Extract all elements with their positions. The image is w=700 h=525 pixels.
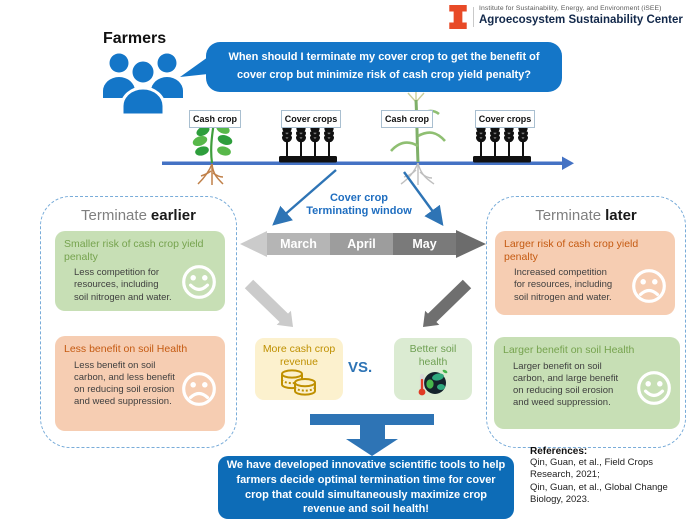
later-soil-body: Larger benefit on soil carbon, and large…: [513, 360, 619, 409]
corn-roots: [400, 162, 435, 185]
cover-crop-icon: [279, 122, 337, 163]
earlier-risk-box: Smaller risk of cash crop yield penalty …: [55, 231, 225, 311]
earlier-soil-body: Less benefit on soil carbon, and less be…: [74, 359, 175, 408]
farmers-group-icon: [103, 53, 183, 116]
month-may: May: [393, 233, 456, 255]
timeline-arrowhead: [562, 156, 574, 170]
references-title: References:: [530, 446, 588, 457]
smiley-face-icon: [182, 265, 216, 299]
sad-face-icon: [182, 372, 216, 406]
farmers-label: Farmers: [103, 30, 167, 47]
corn-plant-icon: [390, 90, 446, 185]
title-earlier: earlier: [150, 207, 196, 224]
gray-arrow-to-soil: [423, 279, 472, 327]
soybean-roots: [197, 163, 224, 185]
month-timeline-bar: March April May: [240, 230, 486, 258]
window-label-line1: Cover crop: [329, 192, 389, 204]
title-terminate: Terminate: [535, 207, 602, 224]
logo-divider: [473, 7, 474, 27]
header-text-block: Institute for Sustainability, Energy, an…: [479, 5, 683, 26]
later-risk-box: Larger risk of cash crop yield penalty I…: [495, 231, 675, 315]
month-march: March: [267, 233, 330, 255]
window-label-line2: Terminating window: [306, 205, 412, 218]
later-soil-title: Larger benefit on soil Health: [503, 344, 635, 356]
terminating-window-label: Cover crop Terminating window: [293, 192, 425, 218]
timeline-axis: [162, 156, 574, 170]
bar-right-arrowhead: [456, 230, 486, 258]
revenue-label: More cash crop revenue: [262, 343, 336, 368]
earth-thermometer-icon: [418, 369, 448, 396]
label-cash-crop-2: Cash crop: [381, 110, 433, 128]
reference-item: Qin, Guan, et al., Global Change Biology…: [530, 481, 668, 506]
later-risk-title: Larger risk of cash crop yield penalty: [504, 238, 639, 263]
title-later: later: [605, 207, 637, 224]
coins-icon: [281, 369, 316, 396]
center-name: Agroecosystem Sustainability Center: [479, 14, 683, 26]
farmer-question-bubble: When should I terminate my cover crop to…: [206, 42, 562, 92]
earlier-risk-body: Less competition for resources, includin…: [74, 267, 172, 303]
earlier-soil-box: Less benefit on soil Health Less benefit…: [55, 336, 225, 431]
soil-label: Better soil health: [409, 343, 457, 368]
later-risk-body: Increased competition for resources, inc…: [514, 267, 613, 303]
earlier-risk-title: Smaller risk of cash crop yield penalty: [64, 238, 204, 263]
cash-crop-revenue-box: More cash crop revenue: [255, 338, 343, 400]
down-arrow: [310, 414, 434, 456]
label-cover-crops-2: Cover crops: [475, 110, 535, 128]
sad-face-icon: [632, 269, 666, 303]
title-terminate: Terminate: [81, 207, 147, 224]
conclusion-text: We have developed innovative scientific …: [226, 458, 506, 516]
label-cash-crop-1: Cash crop: [189, 110, 241, 128]
later-soil-box: Larger benefit on soil Health Larger ben…: [494, 337, 680, 429]
better-soil-health-box: Better soil health: [394, 338, 472, 400]
references-block: References: Qin, Guan, et al., Field Cro…: [530, 446, 694, 506]
smiley-face-icon: [637, 371, 671, 405]
gray-arrow-to-revenue: [244, 279, 293, 327]
illinois-block-i-logo: [449, 5, 467, 29]
vs-label: VS.: [348, 359, 373, 376]
institute-line: Institute for Sustainability, Energy, an…: [479, 5, 662, 12]
conclusion-box: We have developed innovative scientific …: [218, 456, 514, 519]
month-april: April: [330, 233, 393, 255]
label-cover-crops-1: Cover crops: [281, 110, 341, 128]
cover-crop-icon: [473, 122, 531, 163]
reference-item: Qin, Guan, et al., Field Crops Research,…: [530, 457, 654, 481]
earlier-soil-title: Less benefit on soil Health: [64, 343, 188, 355]
bar-left-arrowhead: [240, 231, 267, 257]
farmer-question-text: When should I terminate my cover crop to…: [228, 51, 540, 81]
